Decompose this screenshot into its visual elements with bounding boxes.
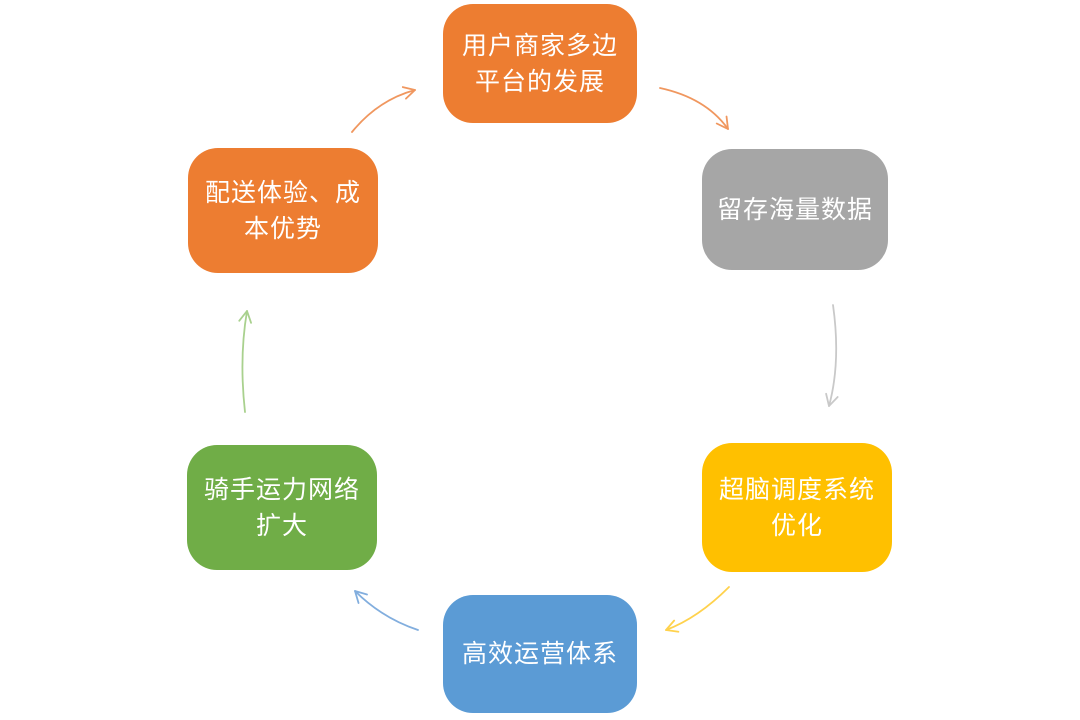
arrow-superbrain-to-operations: [665, 586, 730, 633]
node-label: 配送体验、成 本优势: [204, 178, 361, 243]
node-label: 留存海量数据: [716, 195, 873, 224]
node-delivery-experience-cost-advantage: 配送体验、成 本优势: [188, 148, 378, 273]
node-efficient-operations-system: 高效运营体系: [443, 595, 637, 713]
arrow-riders-to-delivery: [238, 310, 252, 413]
node-label: 高效运营体系: [461, 640, 618, 668]
arrow-operations-to-riders: [354, 590, 419, 631]
node-rider-capacity-network-expansion: 骑手运力网络 扩大: [187, 445, 377, 570]
node-label: 用户商家多边 平台的发展: [461, 31, 618, 96]
node-multi-platform-development: 用户商家多边 平台的发展: [443, 4, 637, 123]
node-label: 超脑调度系统 优化: [718, 475, 875, 540]
node-retain-massive-data: 留存海量数据: [702, 149, 888, 270]
arrow-platform-to-data: [659, 87, 729, 130]
node-superbrain-scheduling-optimization: 超脑调度系统 优化: [702, 443, 892, 572]
arrow-delivery-to-platform: [351, 86, 416, 133]
node-label: 骑手运力网络 扩大: [203, 475, 360, 540]
arrow-data-to-superbrain: [825, 304, 839, 407]
